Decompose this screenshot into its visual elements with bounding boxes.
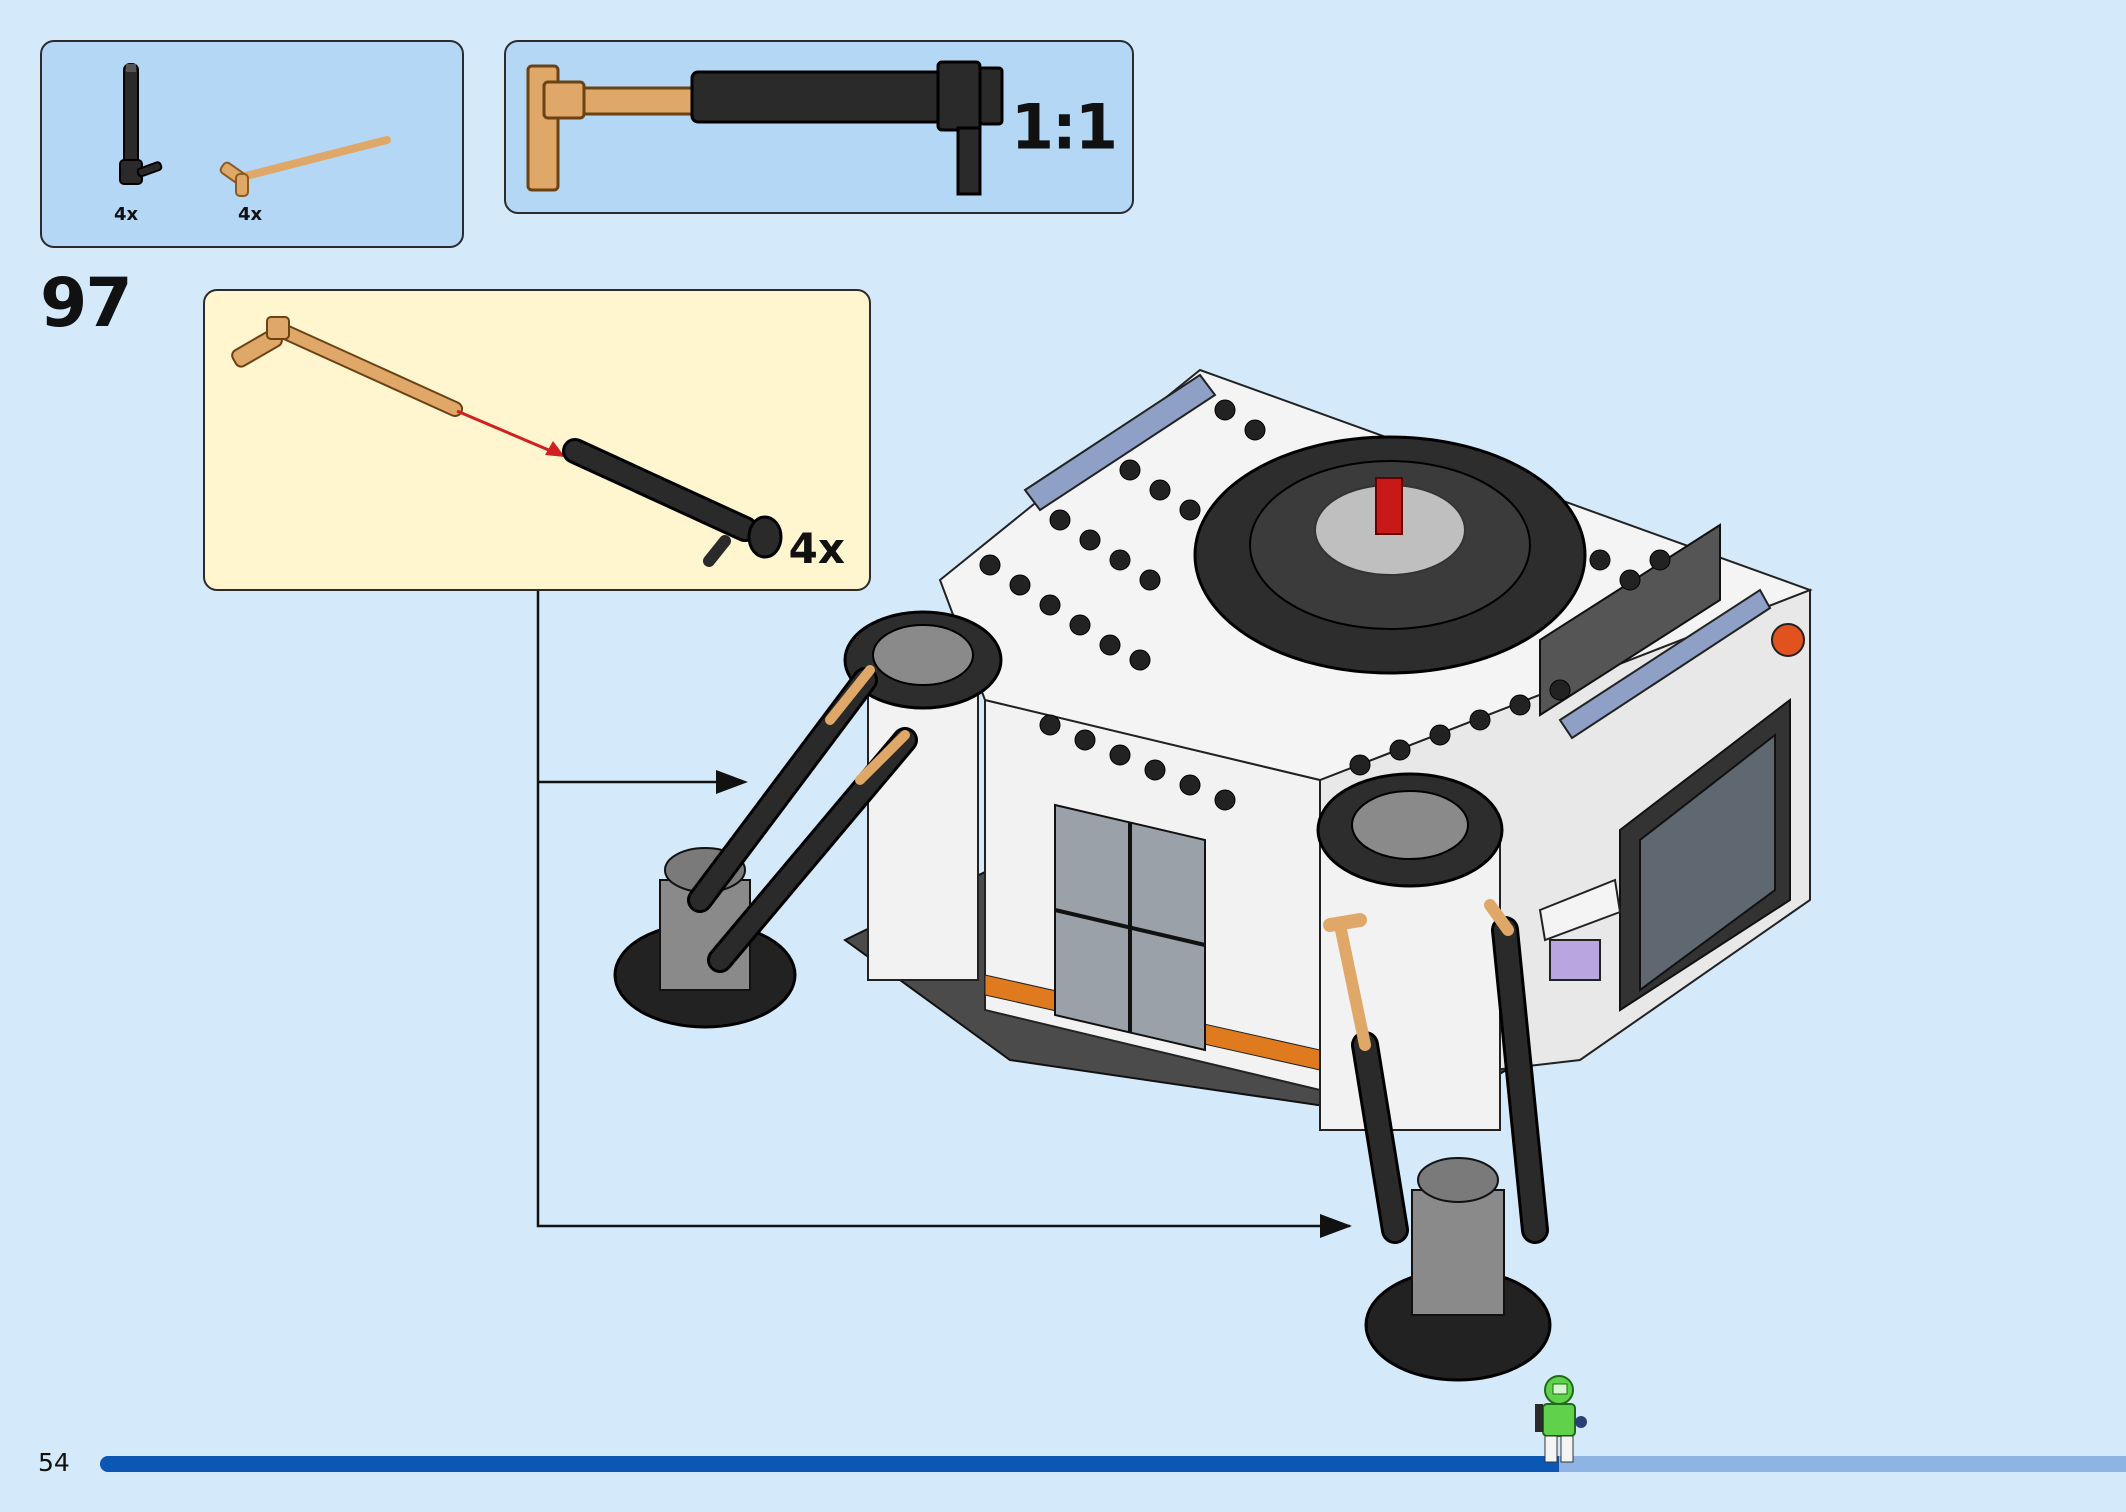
page-number: 54	[38, 1448, 70, 1477]
step-number: 97	[40, 264, 133, 343]
arrow-head-icon	[1320, 1214, 1352, 1238]
part-qty-label: 4x	[114, 204, 139, 225]
scale-label: 1:1	[1010, 90, 1118, 164]
tan-bar-handle-icon	[526, 64, 696, 192]
sub-assembly-illustration	[231, 316, 783, 567]
sub-assembly-panel: 4x	[203, 289, 871, 591]
black-bar-holder-icon	[690, 60, 1004, 196]
parts-list-panel: 4x 4x	[40, 40, 464, 248]
part-qty-label: 4x	[238, 204, 263, 225]
tan-bar-handle-icon	[231, 316, 463, 417]
tan-bar-handle-icon	[219, 136, 391, 197]
scale-part-illustration	[526, 60, 1004, 196]
black-bar-holder-icon	[562, 438, 783, 567]
scale-callout-panel: 1:1	[504, 40, 1134, 214]
black-bar-holder-icon	[119, 63, 163, 185]
parts-list-illustration	[119, 63, 391, 197]
sub-assembly-qty: 4x	[788, 524, 845, 573]
build-progress-bar	[100, 1456, 2126, 1472]
red-arrow-icon	[456, 409, 565, 457]
arrow-head-icon	[716, 770, 748, 794]
build-progress-fill	[100, 1456, 1559, 1472]
